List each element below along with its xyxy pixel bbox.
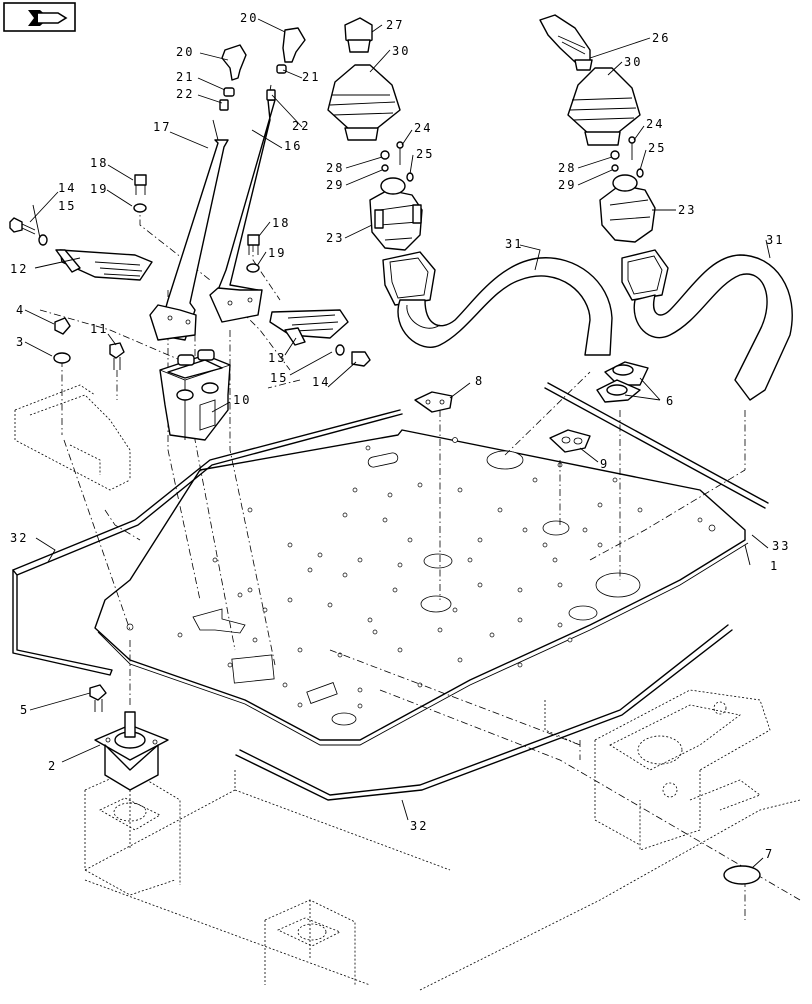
lever-nut-21-22 [219, 64, 287, 111]
lever-knob-left [221, 44, 247, 81]
callout-3: 3 [16, 335, 25, 349]
callout-8: 8 [475, 374, 484, 388]
callout-30-b: 30 [624, 55, 642, 69]
callout-18-a: 18 [90, 156, 108, 170]
callout-20-b: 20 [240, 11, 258, 25]
lever-knob-right [282, 27, 306, 63]
machine-frame-outline [14, 384, 801, 991]
callout-11: 11 [90, 322, 108, 336]
callout-25-b: 25 [648, 141, 666, 155]
trim-strip-right [544, 382, 769, 509]
callout-23-b: 23 [678, 203, 696, 217]
callout-20-a: 20 [176, 45, 194, 59]
callout-17: 17 [153, 120, 171, 134]
hose-boot-right-31 [633, 254, 793, 401]
hose-boot-left-31 [397, 257, 613, 356]
lever-right-16 [209, 99, 276, 323]
callout-2: 2 [48, 759, 57, 773]
callout-24-a: 24 [414, 121, 432, 135]
callout-29-a: 29 [326, 178, 344, 192]
callout-26: 26 [652, 31, 670, 45]
joystick-gasket-right [621, 249, 669, 301]
callout-30-a: 30 [392, 44, 410, 58]
callout-25-a: 25 [416, 147, 434, 161]
callout-15-b: 15 [270, 371, 288, 385]
joystick-gasket-left [382, 251, 436, 306]
callout-13: 13 [268, 351, 286, 365]
trim-strip-left [12, 409, 403, 676]
callout-31-b: 31 [766, 233, 784, 247]
lever-left-17 [149, 139, 229, 341]
callout-24-b: 24 [646, 117, 664, 131]
callout-15-a: 15 [58, 199, 76, 213]
callout-19-a: 19 [90, 182, 108, 196]
callout-labels: 1 2 3 4 5 6 7 8 9 10 11 12 13 14 14 15 1… [10, 11, 790, 861]
callout-21-a: 21 [176, 70, 194, 84]
plug-7 [723, 865, 761, 885]
pilot-valve-10 [159, 349, 231, 441]
floor-plate [94, 429, 749, 746]
callout-14-a: 14 [58, 181, 76, 195]
callout-7: 7 [765, 847, 774, 861]
callout-16: 16 [284, 139, 302, 153]
callout-23-a: 23 [326, 231, 344, 245]
pedal-right-13 [269, 309, 349, 346]
bolt-24-25-right [628, 136, 644, 178]
cover-plate-9 [549, 429, 591, 453]
rod-threaded-left [212, 84, 272, 141]
callout-18-b: 18 [272, 216, 290, 230]
callout-22-b: 22 [292, 119, 310, 133]
trim-strip-front [235, 624, 733, 801]
callout-31-a: 31 [505, 237, 523, 251]
joystick-handle-27 [344, 17, 373, 53]
callout-5: 5 [20, 703, 29, 717]
bolt-24-25-left [396, 141, 414, 182]
joystick-valve-right-23 [599, 150, 656, 243]
callout-32-a: 32 [10, 531, 28, 545]
callout-22-a: 22 [176, 87, 194, 101]
joystick-handle-26 [539, 14, 593, 71]
pedal-left-12 [55, 249, 153, 281]
callout-14-b: 14 [312, 375, 330, 389]
callout-4: 4 [16, 303, 25, 317]
joystick-boot-right-30 [567, 67, 641, 146]
callout-10: 10 [233, 393, 251, 407]
callout-19-b: 19 [268, 246, 286, 260]
callout-21-b: 21 [302, 70, 320, 84]
callout-33: 33 [772, 539, 790, 553]
grommet-6 [596, 361, 649, 403]
callout-28-b: 28 [558, 161, 576, 175]
cover-plate-8 [414, 391, 453, 413]
arrow-next-page-icon[interactable] [3, 2, 76, 32]
callout-leaders [24, 18, 771, 869]
callout-6: 6 [666, 394, 675, 408]
callout-29-b: 29 [558, 178, 576, 192]
callout-32-b: 32 [410, 819, 428, 833]
joystick-valve-left-23 [369, 150, 423, 251]
callout-12: 12 [10, 262, 28, 276]
callout-1: 1 [770, 559, 779, 573]
fasteners-left [9, 174, 371, 712]
rubber-mount-2 [94, 711, 169, 791]
callout-28-a: 28 [326, 161, 344, 175]
callout-27: 27 [386, 18, 404, 32]
callout-9: 9 [600, 457, 609, 471]
joystick-boot-left-30 [327, 64, 401, 141]
